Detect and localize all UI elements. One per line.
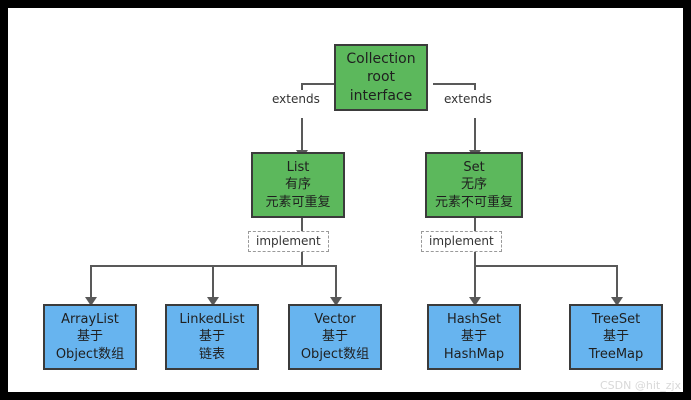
node-hashset-line3: HashMap	[443, 346, 505, 362]
node-treeset-line2: 基于	[602, 329, 629, 345]
node-list[interactable]: List 有序 元素可重复	[251, 152, 345, 218]
node-vector-line2: 基于	[321, 329, 348, 345]
node-set-line2: 无序	[460, 177, 487, 193]
connector-branch-arraylist	[90, 265, 92, 298]
node-arraylist[interactable]: ArrayList 基于 Object数组	[43, 304, 137, 370]
node-arraylist-line1: ArrayList	[61, 312, 119, 328]
node-hashset[interactable]: HashSet 基于 HashMap	[427, 304, 521, 370]
connector-collection-left-h	[301, 83, 344, 85]
node-collection-line2: root	[366, 69, 396, 86]
node-collection[interactable]: Collection root interface	[334, 44, 428, 111]
watermark: CSDN @hit_zjx	[600, 379, 682, 392]
node-linkedlist-line3: 链表	[198, 346, 225, 362]
arrowhead-to-hashset	[469, 297, 481, 306]
connector-list-label-to-bus	[301, 252, 303, 266]
node-collection-line3: interface	[349, 87, 413, 104]
arrowhead-to-linkedlist	[207, 297, 219, 306]
connector-set-bus	[474, 265, 618, 267]
node-collection-line1: Collection	[346, 50, 416, 67]
arrowhead-to-treeset	[611, 297, 623, 306]
node-treeset-line3: TreeMap	[588, 346, 644, 362]
connector-collection-right-h	[433, 83, 476, 85]
connector-branch-treeset	[616, 265, 618, 298]
node-vector-line3: Object数组	[300, 346, 370, 362]
connector-collection-right-v-bottom	[474, 118, 476, 151]
edge-label-extends-right: extends	[437, 90, 499, 110]
node-set-line3: 元素不可重复	[434, 194, 513, 210]
connector-collection-left-v-bottom	[301, 118, 303, 151]
node-linkedlist-line2: 基于	[198, 329, 225, 345]
node-linkedlist-line1: LinkedList	[179, 312, 245, 328]
node-list-line1: List	[286, 160, 310, 176]
connector-branch-hashset	[474, 265, 476, 298]
node-treeset[interactable]: TreeSet 基于 TreeMap	[569, 304, 663, 370]
connector-branch-linkedlist	[212, 265, 214, 298]
node-vector[interactable]: Vector 基于 Object数组	[288, 304, 382, 370]
connector-branch-vector	[335, 265, 337, 298]
node-treeset-line1: TreeSet	[591, 312, 641, 328]
node-set[interactable]: Set 无序 元素不可重复	[425, 152, 523, 218]
connector-list-down-to-label	[301, 218, 303, 232]
connector-set-down-to-label	[474, 218, 476, 232]
edge-label-implement-right: implement	[421, 231, 502, 253]
node-set-line1: Set	[463, 160, 485, 176]
node-hashset-line2: 基于	[460, 329, 487, 345]
connector-set-label-to-bus	[474, 252, 476, 266]
edge-label-extends-left: extends	[265, 90, 327, 110]
edge-label-implement-left: implement	[248, 231, 329, 253]
node-vector-line1: Vector	[314, 312, 356, 328]
arrowhead-to-vector	[330, 297, 342, 306]
node-arraylist-line2: 基于	[76, 329, 103, 345]
arrowhead-to-arraylist	[85, 297, 97, 306]
node-arraylist-line3: Object数组	[55, 346, 125, 362]
node-linkedlist[interactable]: LinkedList 基于 链表	[165, 304, 259, 370]
node-list-line3: 元素可重复	[265, 194, 331, 210]
node-list-line2: 有序	[284, 177, 311, 193]
diagram-canvas: Collection root interface List 有序 元素可重复 …	[8, 8, 683, 392]
node-hashset-line1: HashSet	[446, 312, 502, 328]
